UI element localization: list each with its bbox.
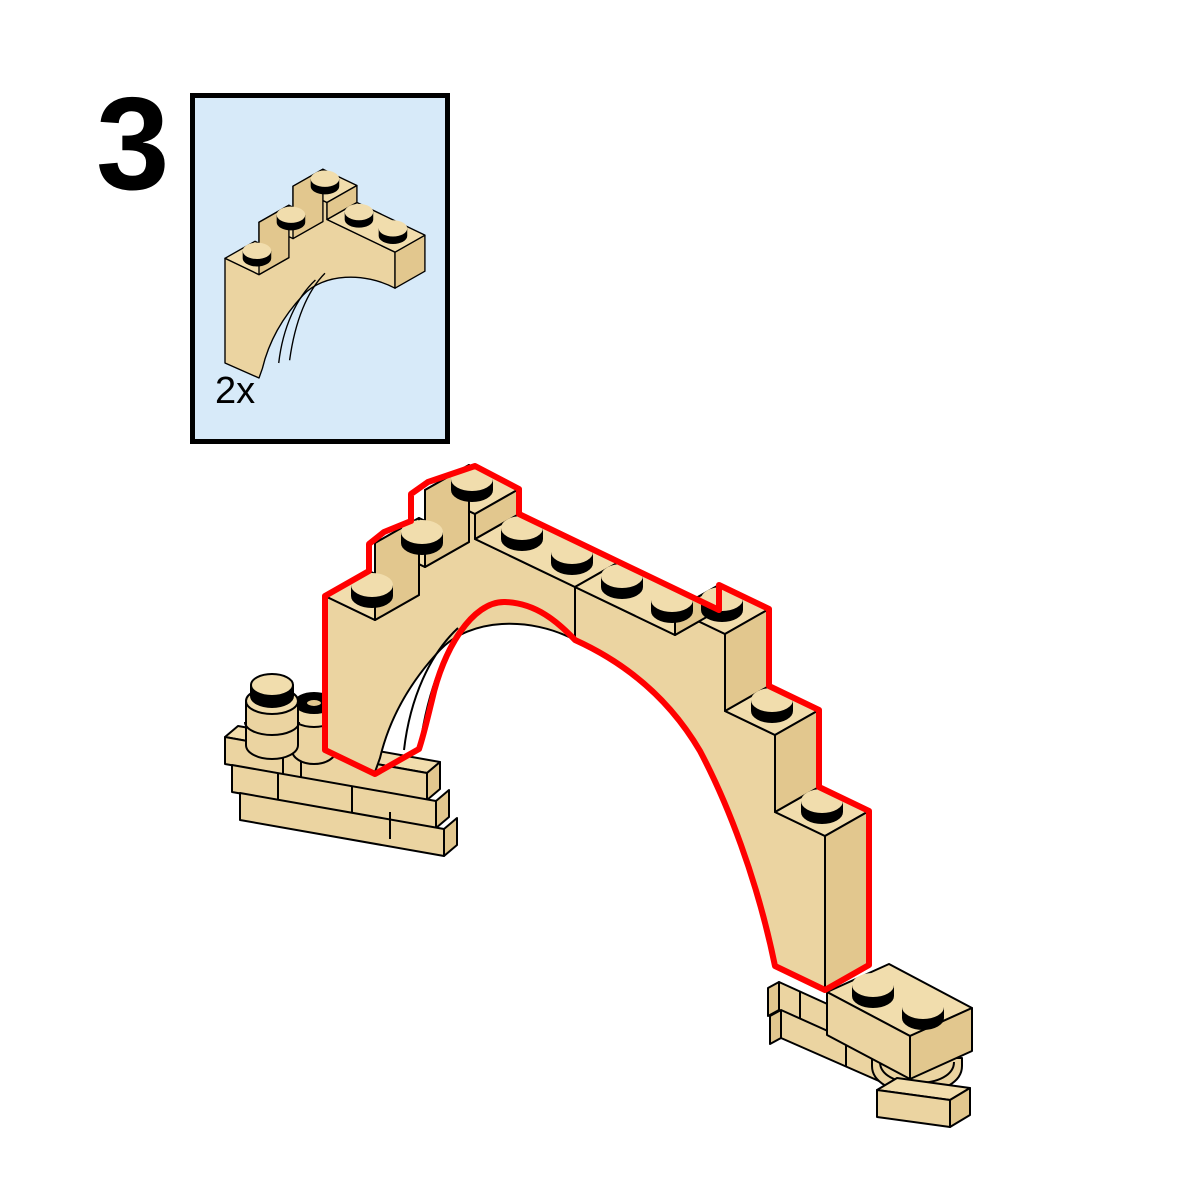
parts-callout-box: 2x [190, 93, 450, 444]
new-parts-highlight-outline [322, 463, 872, 993]
quantity-label: 2x [215, 370, 256, 412]
plate-1x2-icon [826, 963, 973, 1080]
step-number: 3 [96, 70, 169, 217]
arch-brick-right [574, 561, 870, 991]
right-base-stack [767, 963, 973, 1128]
round-brick-front-icon [244, 673, 300, 760]
